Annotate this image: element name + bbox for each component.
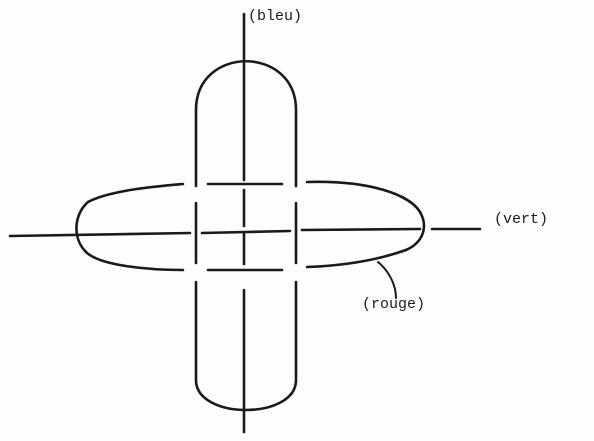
- label-rouge: (rouge): [362, 296, 426, 313]
- horizontal-loop-top-right: [305, 180, 422, 214]
- horizontal-axis-mid: [200, 229, 292, 235]
- horizontal-loop-bottom-left: [84, 250, 185, 272]
- label-bleu: (bleu): [248, 8, 303, 25]
- horizontal-loop-right-end: [404, 210, 426, 252]
- label-vert: (vert): [494, 211, 549, 228]
- vertical-loop-top: [194, 59, 298, 188]
- horizontal-loop-bottom-right: [305, 248, 408, 269]
- rouge-leader-line: [377, 261, 397, 299]
- horizontal-loop-left-end: [75, 200, 90, 254]
- horizontal-loop-top-left: [86, 182, 185, 204]
- horizontal-axis-right: [300, 227, 422, 232]
- vertical-loop-bottom: [194, 280, 298, 412]
- vertical-loop: [194, 59, 298, 412]
- horizontal-axis: [8, 227, 482, 238]
- horizontal-loop: [75, 180, 426, 272]
- horizontal-axis-left: [8, 231, 192, 238]
